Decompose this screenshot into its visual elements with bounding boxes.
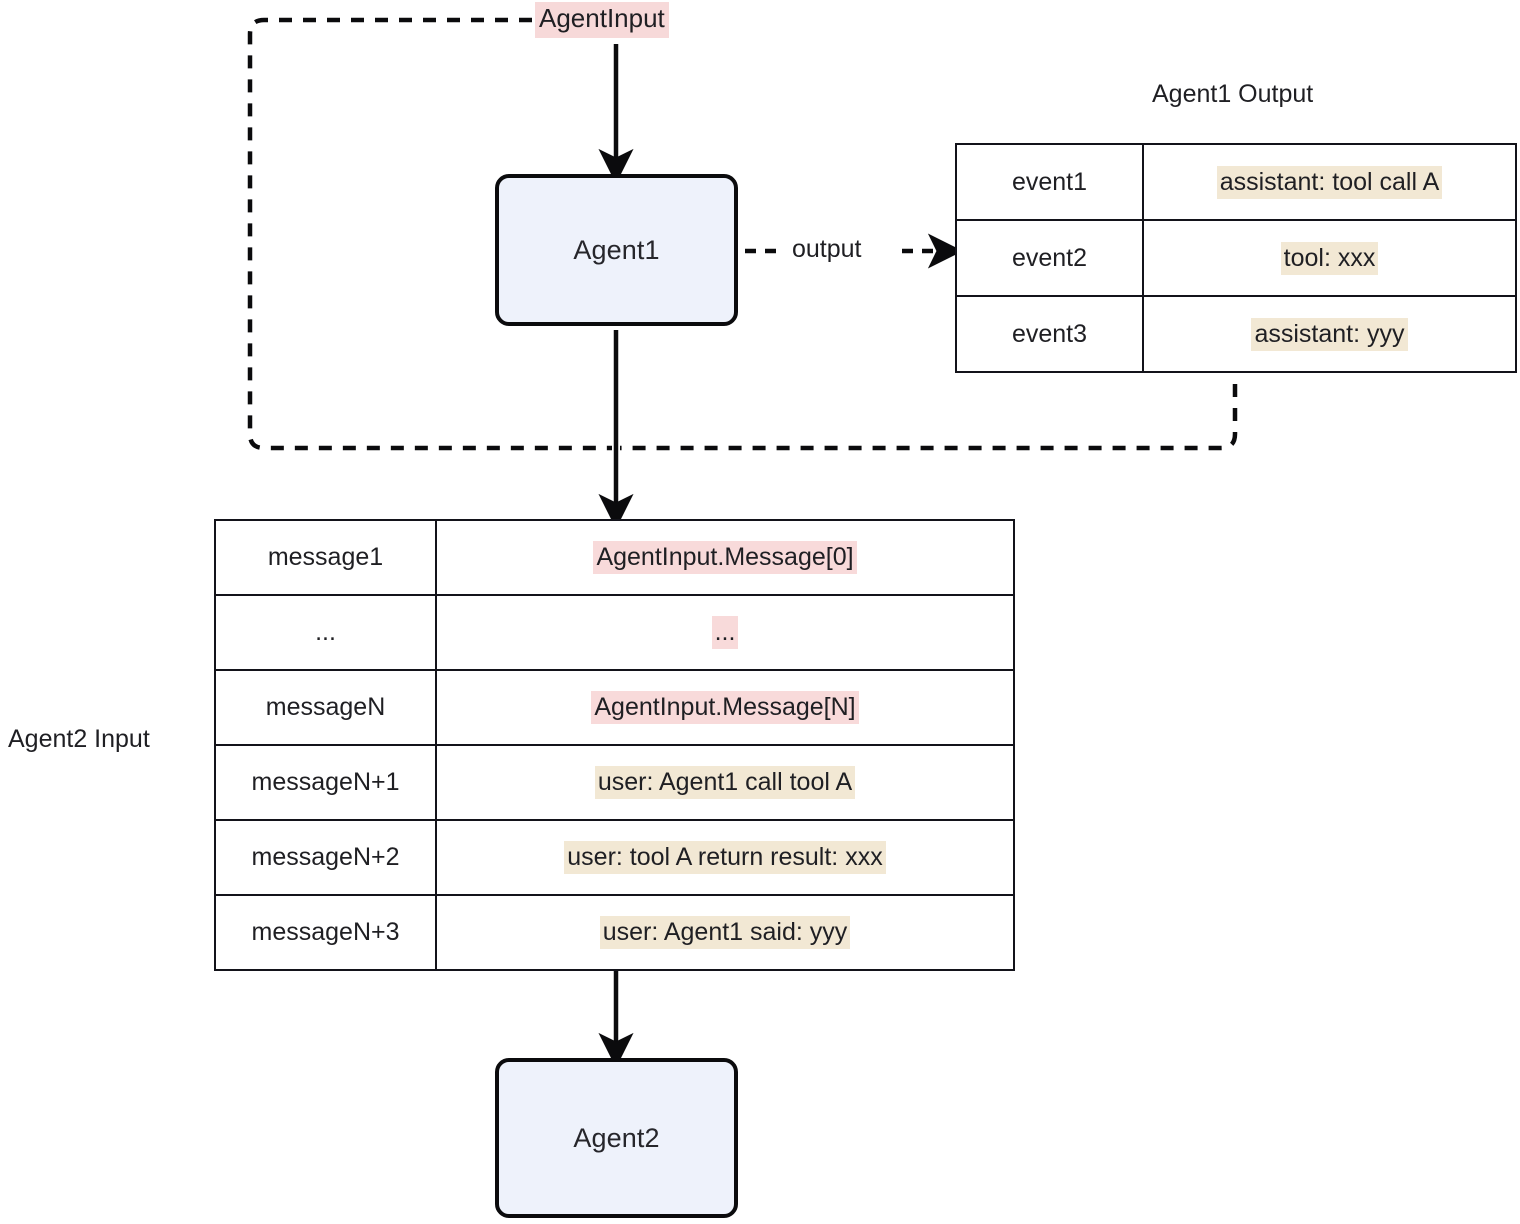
row-value-cell: tool: xxx [1142,219,1517,297]
output-edge-label: output [789,235,865,264]
agent1-node-label: Agent1 [573,234,660,265]
table-row: messageN+3 user: Agent1 said: yyy [214,894,1015,971]
row-value-cell: assistant: tool call A [1142,143,1517,221]
row-key-cell: event1 [955,143,1144,221]
row-value-cell: user: Agent1 call tool A [435,744,1015,821]
agent2-node-label: Agent2 [573,1122,660,1153]
edge-agent1-output-feedback-to-agent2-input [620,360,1238,451]
row-key-cell: event2 [955,219,1144,297]
row-value-highlight: ... [711,616,739,649]
agent1-node[interactable]: Agent1 [495,174,738,326]
row-value-highlight: assistant: tool call A [1216,165,1443,199]
row-value-cell: ... [435,594,1015,671]
agent-input-label: AgentInput [535,2,669,38]
row-value-cell: assistant: yyy [1142,295,1517,373]
table-row: messageN AgentInput.Message[N] [214,669,1015,746]
row-value-highlight: user: Agent1 call tool A [594,766,856,799]
row-key-cell: messageN+2 [214,819,437,896]
table-row: messageN+1 user: Agent1 call tool A [214,744,1015,821]
agent1-output-table-body: event1 assistant: tool call A event2 tool: … [955,143,1517,373]
table-row: event2 tool: xxx [955,219,1517,297]
table-row: event1 assistant: tool call A [955,143,1517,221]
row-value-highlight: AgentInput.Message[N] [591,691,859,724]
table-row: messageN+2 user: tool A return result: xx… [214,819,1015,896]
row-value-cell: AgentInput.Message[N] [435,669,1015,746]
table-row: event3 assistant: yyy [955,295,1517,373]
table-row: message1 AgentInput.Message[0] [214,519,1015,596]
row-value-cell: user: Agent1 said: yyy [435,894,1015,971]
row-value-highlight: user: tool A return result: xxx [564,841,886,874]
row-value-highlight: AgentInput.Message[0] [593,541,857,574]
agent2-input-table-title: Agent2 Input [8,725,150,753]
row-value-highlight: user: Agent1 said: yyy [599,916,851,949]
row-key-cell: message1 [214,519,437,596]
row-value-highlight: assistant: yyy [1251,317,1408,351]
row-key-cell: event3 [955,295,1144,373]
row-key-cell: messageN+3 [214,894,437,971]
table-row: ...... [214,594,1015,671]
row-key-cell: messageN+1 [214,744,437,821]
agent1-output-table-title: Agent1 Output [1152,80,1314,108]
agent1-output-table: event1 assistant: tool call A event2 tool: … [955,143,1517,373]
agent2-node[interactable]: Agent2 [495,1058,738,1218]
row-key-cell: ... [214,594,437,671]
row-key-cell: messageN [214,669,437,746]
row-value-highlight: tool: xxx [1280,241,1379,275]
row-value-cell: user: tool A return result: xxx [435,819,1015,896]
row-value-cell: AgentInput.Message[0] [435,519,1015,596]
